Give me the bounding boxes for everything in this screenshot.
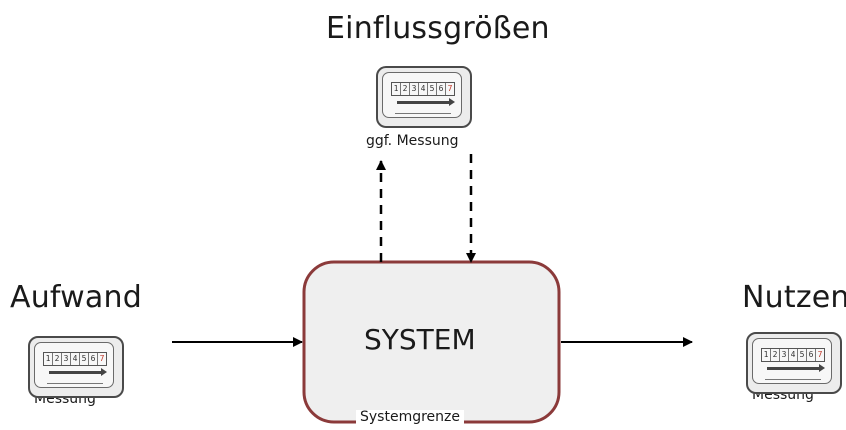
einflussgroessen-label: Einflussgrößen <box>326 11 550 46</box>
aufwand-label: Aufwand <box>10 280 142 315</box>
ggf-messung-label: ggf. Messung <box>366 133 459 149</box>
systemgrenze-label: Systemgrenze <box>356 410 464 424</box>
system-label: SYSTEM <box>364 323 476 356</box>
nutzen-label: Nutzen <box>742 280 846 315</box>
